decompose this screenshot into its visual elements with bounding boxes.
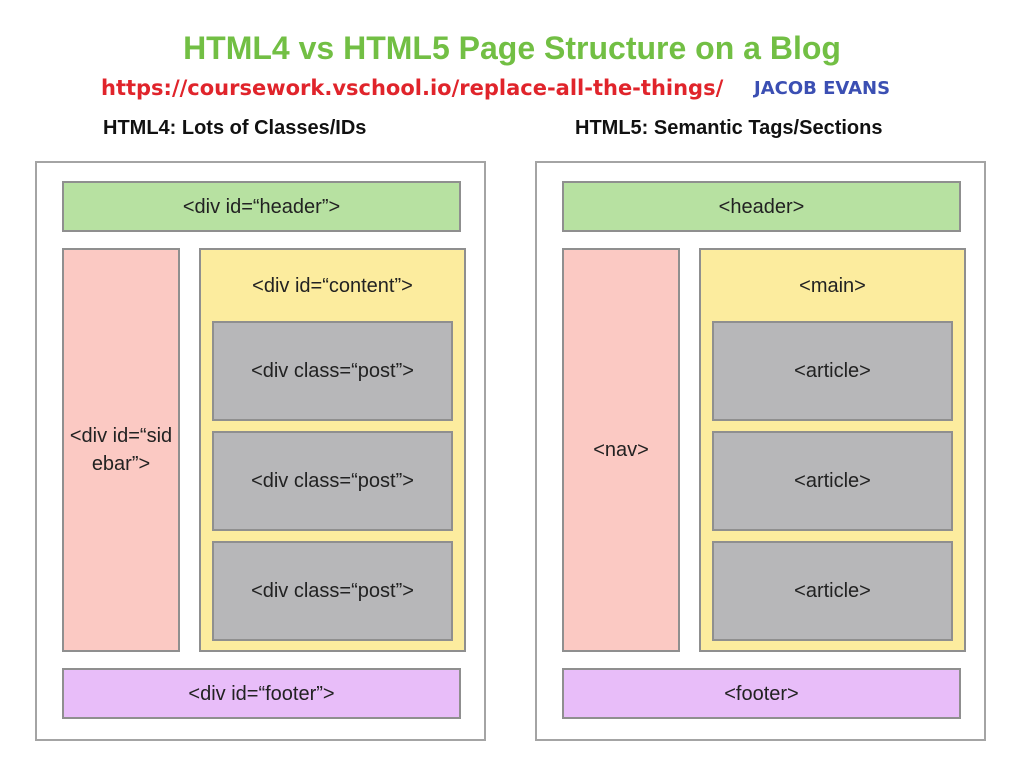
page-title: HTML4 vs HTML5 Page Structure on a Blog — [183, 30, 841, 66]
html4-post-box: <div class=“post”> — [212, 541, 453, 641]
html4-post-box: <div class=“post”> — [212, 321, 453, 421]
html5-article-label: <article> — [794, 470, 871, 492]
html5-page-frame: <header> <nav> <main> <article> <article… — [535, 161, 986, 741]
html5-main-box: <main> <article> <article> <article> — [699, 248, 966, 652]
html4-post-box: <div class=“post”> — [212, 431, 453, 531]
source-url[interactable]: https://coursework.vschool.io/replace-al… — [101, 76, 724, 100]
html4-post-label: <div class=“post”> — [251, 580, 414, 602]
html4-header-label: <div id=“header”> — [182, 195, 341, 218]
html5-article-label: <article> — [794, 580, 871, 602]
html4-content-box: <div id=“content”> <div class=“post”> <d… — [199, 248, 466, 652]
html5-article-box: <article> — [712, 431, 953, 531]
html4-post-label: <div class=“post”> — [251, 470, 414, 492]
html4-page-frame: <div id=“header”> <div id=“sidebar”> <di… — [35, 161, 486, 741]
html4-footer-box: <div id=“footer”> — [62, 668, 461, 719]
html4-heading: HTML4: Lots of Classes/IDs — [103, 117, 367, 139]
html5-header-label: <header> — [718, 195, 805, 218]
html4-sidebar-box: <div id=“sidebar”> — [62, 248, 180, 652]
html5-footer-box: <footer> — [562, 668, 961, 719]
html4-content-label: <div id=“content”> — [252, 275, 413, 297]
html4-post-label: <div class=“post”> — [251, 360, 414, 382]
html5-article-box: <article> — [712, 541, 953, 641]
html5-heading: HTML5: Semantic Tags/Sections — [575, 117, 883, 139]
html5-nav-box: <nav> — [562, 248, 680, 652]
html5-main-label: <main> — [799, 275, 866, 297]
html5-article-box: <article> — [712, 321, 953, 421]
html5-header-box: <header> — [562, 181, 961, 232]
html5-nav-label: <nav> — [593, 439, 649, 461]
author-name: JACOB EVANS — [754, 78, 891, 99]
html4-header-box: <div id=“header”> — [62, 181, 461, 232]
html4-sidebar-label: <div id=“sidebar”> — [69, 425, 173, 475]
html4-footer-label: <div id=“footer”> — [188, 682, 335, 705]
html5-article-label: <article> — [794, 360, 871, 382]
html5-footer-label: <footer> — [724, 682, 799, 705]
